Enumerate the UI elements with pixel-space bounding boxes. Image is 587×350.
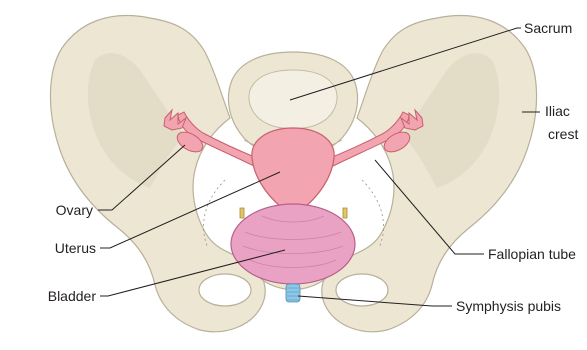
symphysis-pubis-joint xyxy=(286,284,300,302)
label-ovary: Ovary xyxy=(56,202,93,218)
label-iliac-line2: crest xyxy=(548,126,578,142)
left-ureter-stub xyxy=(240,208,244,218)
bladder-organ xyxy=(231,204,355,284)
label-fallopian-tube: Fallopian tube xyxy=(488,246,576,262)
label-bladder: Bladder xyxy=(48,288,97,304)
label-sacrum: Sacrum xyxy=(524,20,572,36)
label-symphysis-pubis: Symphysis pubis xyxy=(456,298,561,314)
left-obturator xyxy=(199,274,251,306)
uterus-organ xyxy=(252,128,334,206)
right-ureter-stub xyxy=(343,208,347,218)
label-uterus: Uterus xyxy=(55,240,96,256)
label-iliac-line1: Iliac xyxy=(545,103,570,119)
